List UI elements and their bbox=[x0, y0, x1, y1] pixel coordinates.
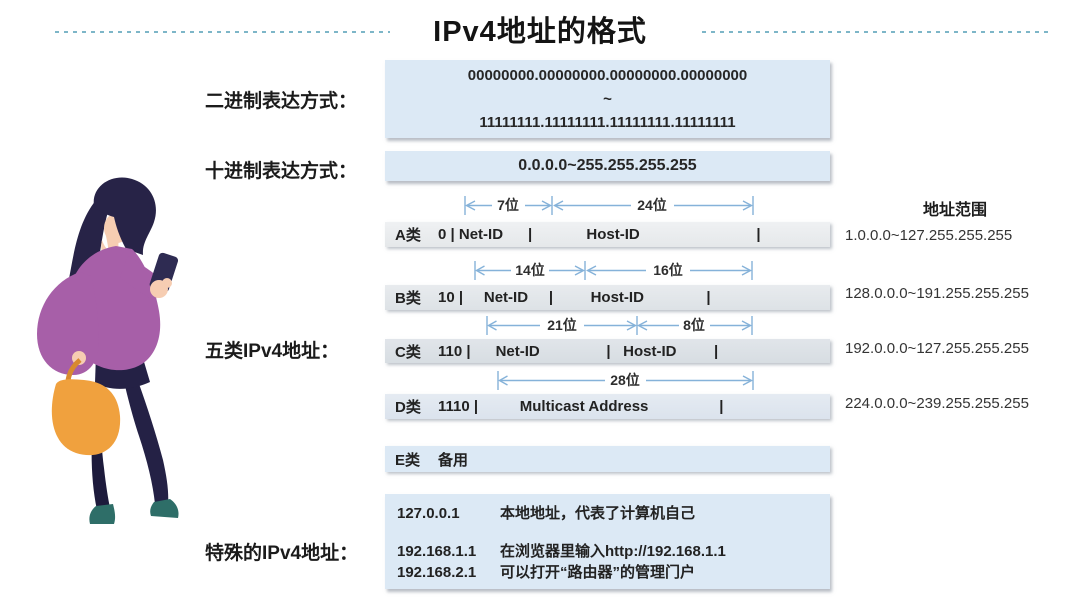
class-b-range: 128.0.0.0~191.255.255.255 bbox=[845, 285, 1029, 302]
dim-label-b-net: 14位 bbox=[515, 262, 545, 278]
class-b-bit-dimensions: 14位 16位 bbox=[474, 261, 753, 280]
dim-label-c-host: 8位 bbox=[683, 317, 705, 333]
class-a-row: A类 0 | Net-ID | Host-ID | bbox=[385, 222, 830, 247]
special-row-localhost: 127.0.0.1 本地地址，代表了计算机自己 bbox=[397, 503, 830, 524]
class-d-name: D类 bbox=[395, 399, 421, 416]
class-b-fields: 10 | Net-ID | Host-ID | bbox=[438, 289, 711, 306]
label-decimal-representation: 十进制表达方式： bbox=[205, 161, 358, 182]
dim-label-d: 28位 bbox=[610, 372, 640, 388]
class-e-row: E类 备用 bbox=[385, 446, 830, 472]
range-column-header: 地址范围 bbox=[922, 202, 987, 219]
class-e-name: E类 bbox=[395, 451, 421, 469]
class-b-name: B类 bbox=[395, 290, 421, 307]
title-dash-left bbox=[55, 31, 390, 33]
back-shoe bbox=[89, 504, 116, 524]
label-binary-representation: 二进制表达方式： bbox=[205, 91, 358, 112]
special-address-box: 127.0.0.1 本地地址，代表了计算机自己 192.168.1.1 在浏览器… bbox=[385, 494, 830, 589]
class-d-bit-dimensions: 28位 bbox=[497, 371, 754, 390]
label-five-classes: 五类IPv4地址： bbox=[205, 341, 340, 362]
hair-top bbox=[93, 177, 156, 255]
special-ip: 192.168.1.1 bbox=[397, 543, 477, 560]
front-shoe bbox=[150, 499, 179, 518]
dim-label-a-net: 7位 bbox=[497, 197, 519, 213]
binary-range-box: 00000000.00000000.00000000.00000000 ~ 11… bbox=[385, 60, 830, 138]
special-row-router-2: 192.168.2.1 可以打开“路由器”的管理门户 bbox=[397, 562, 830, 583]
class-c-bit-dimensions: 21位 8位 bbox=[486, 316, 753, 335]
special-desc: 可以打开“路由器”的管理门户 bbox=[500, 564, 696, 581]
label-special-addresses: 特殊的IPv4地址： bbox=[205, 543, 359, 564]
binary-tilde: ~ bbox=[603, 90, 612, 108]
special-row-router-1: 192.168.1.1 在浏览器里输入http://192.168.1.1 bbox=[397, 541, 830, 562]
class-a-fields: 0 | Net-ID | Host-ID | bbox=[438, 226, 761, 243]
class-c-fields: 110 | Net-ID | Host-ID | bbox=[438, 342, 719, 360]
front-leg bbox=[122, 370, 169, 506]
special-ip: 127.0.0.1 bbox=[397, 505, 460, 522]
class-c-name: C类 bbox=[395, 343, 421, 361]
special-desc: 本地地址，代表了计算机自己 bbox=[500, 505, 696, 522]
class-d-fields: 1110 | Multicast Address | bbox=[438, 398, 724, 415]
class-c-row: C类 110 | Net-ID | Host-ID | bbox=[385, 339, 830, 363]
binary-min: 00000000.00000000.00000000.00000000 bbox=[467, 66, 748, 84]
title-dash-right bbox=[702, 31, 1048, 33]
class-c-range: 192.0.0.0~127.255.255.255 bbox=[845, 340, 1029, 357]
bag bbox=[51, 379, 121, 456]
special-ip: 192.168.2.1 bbox=[397, 564, 477, 581]
special-desc: 在浏览器里输入http://192.168.1.1 bbox=[500, 543, 726, 560]
woman-with-phone-illustration bbox=[37, 177, 179, 524]
class-d-row: D类 1110 | Multicast Address | bbox=[385, 394, 830, 419]
class-b-row: B类 10 | Net-ID | Host-ID | bbox=[385, 285, 830, 310]
dim-label-b-host: 16位 bbox=[653, 262, 683, 278]
decimal-range-box: 0.0.0.0~255.255.255.255 bbox=[385, 151, 830, 181]
class-a-range: 1.0.0.0~127.255.255.255 bbox=[845, 227, 1013, 244]
class-a-bit-dimensions: 7位 24位 bbox=[464, 196, 754, 215]
class-a-name: A类 bbox=[395, 227, 421, 244]
dim-label-c-net: 21位 bbox=[547, 317, 577, 333]
class-d-range: 224.0.0.0~239.255.255.255 bbox=[845, 395, 1029, 412]
dim-label-a-host: 24位 bbox=[637, 197, 667, 213]
phone-thumb bbox=[162, 278, 172, 288]
page-title: IPv4地址的格式 bbox=[433, 16, 647, 48]
binary-max: 11111111.11111111.11111111.11111111 bbox=[479, 114, 736, 132]
class-e-fields: 备用 bbox=[438, 451, 469, 469]
sweater-sleeve bbox=[37, 272, 99, 375]
